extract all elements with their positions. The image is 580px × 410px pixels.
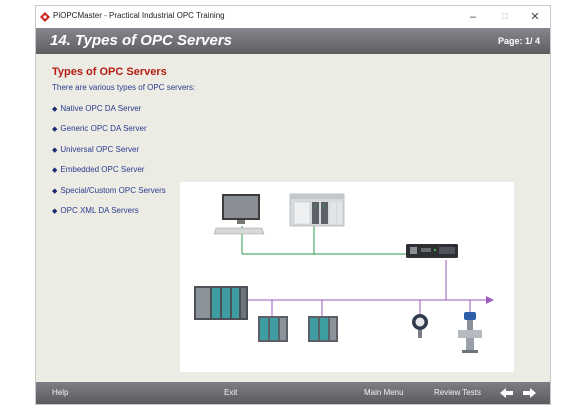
server-type-item: ◆Embedded OPC Server	[52, 165, 166, 185]
server-type-label: Special/Custom OPC Servers	[60, 185, 166, 195]
purple-network-lines	[246, 260, 486, 316]
lesson-content: Types of OPC Servers There are various t…	[36, 54, 550, 382]
io-module-icon	[258, 316, 288, 342]
network-diagram	[180, 182, 514, 372]
lesson-header: 14. Types of OPC Servers Page: 1/ 4	[36, 28, 550, 54]
next-page-arrow-icon[interactable]	[522, 387, 536, 399]
server-type-label: Native OPC DA Server	[60, 104, 142, 113]
server-type-label: OPC XML DA Servers	[60, 205, 139, 215]
server-type-item: ◆Generic OPC DA Server	[52, 124, 166, 144]
close-button[interactable]: ✕	[530, 11, 540, 23]
green-network-lines	[241, 226, 431, 255]
server-type-item: ◆Native OPC DA Server	[52, 104, 166, 124]
maximize-button[interactable]: □	[501, 11, 509, 22]
controller-rack-icon	[289, 193, 345, 227]
diamond-bullet-icon: ◆	[52, 187, 58, 195]
diamond-bullet-icon: ◆	[52, 167, 58, 175]
diamond-bullet-icon: ◆	[52, 207, 58, 215]
page-indicator: Page: 1/ 4	[497, 36, 540, 46]
network-gateway-icon	[406, 244, 458, 258]
review-tests-button[interactable]: Review Tests	[434, 388, 481, 397]
intro-text: There are various types of OPC servers:	[52, 83, 196, 92]
page-title: 14. Types of OPC Servers	[50, 32, 233, 49]
server-type-item: ◆OPC XML DA Servers	[52, 206, 166, 226]
server-type-label: Generic OPC DA Server	[60, 124, 147, 134]
computer-icon	[213, 194, 265, 235]
arrow-head	[486, 296, 494, 304]
flow-transmitter-icon	[458, 312, 482, 353]
title-bar: PiOPCMaster - Practical Industrial OPC T…	[36, 6, 550, 28]
exit-button[interactable]: Exit	[224, 388, 238, 397]
main-menu-button[interactable]: Main Menu	[364, 388, 404, 397]
io-module-icon	[308, 316, 338, 342]
server-type-list: ◆Native OPC DA Server◆Generic OPC DA Ser…	[52, 104, 166, 226]
section-heading: Types of OPC Servers	[52, 66, 167, 78]
app-logo-icon	[40, 12, 50, 22]
diamond-bullet-icon: ◆	[52, 106, 58, 113]
help-button[interactable]: Help	[52, 388, 69, 397]
server-type-item: ◆Universal OPC Server	[52, 145, 166, 165]
diamond-bullet-icon: ◆	[52, 146, 58, 154]
diamond-bullet-icon: ◆	[52, 126, 58, 134]
navigation-bar: Help Exit Main Menu Review Tests	[36, 382, 550, 404]
previous-page-arrow-icon[interactable]	[500, 387, 514, 399]
minimize-button[interactable]: –	[469, 11, 477, 23]
server-type-label: Universal OPC Server	[60, 144, 140, 154]
app-window: PiOPCMaster - Practical Industrial OPC T…	[36, 6, 550, 404]
plc-rack-icon	[194, 286, 248, 320]
server-type-label: Embedded OPC Server	[60, 165, 145, 175]
server-type-item: ◆Special/Custom OPC Servers	[52, 186, 166, 206]
window-title: PiOPCMaster - Practical Industrial OPC T…	[53, 11, 225, 20]
sensor-icon	[412, 314, 428, 338]
